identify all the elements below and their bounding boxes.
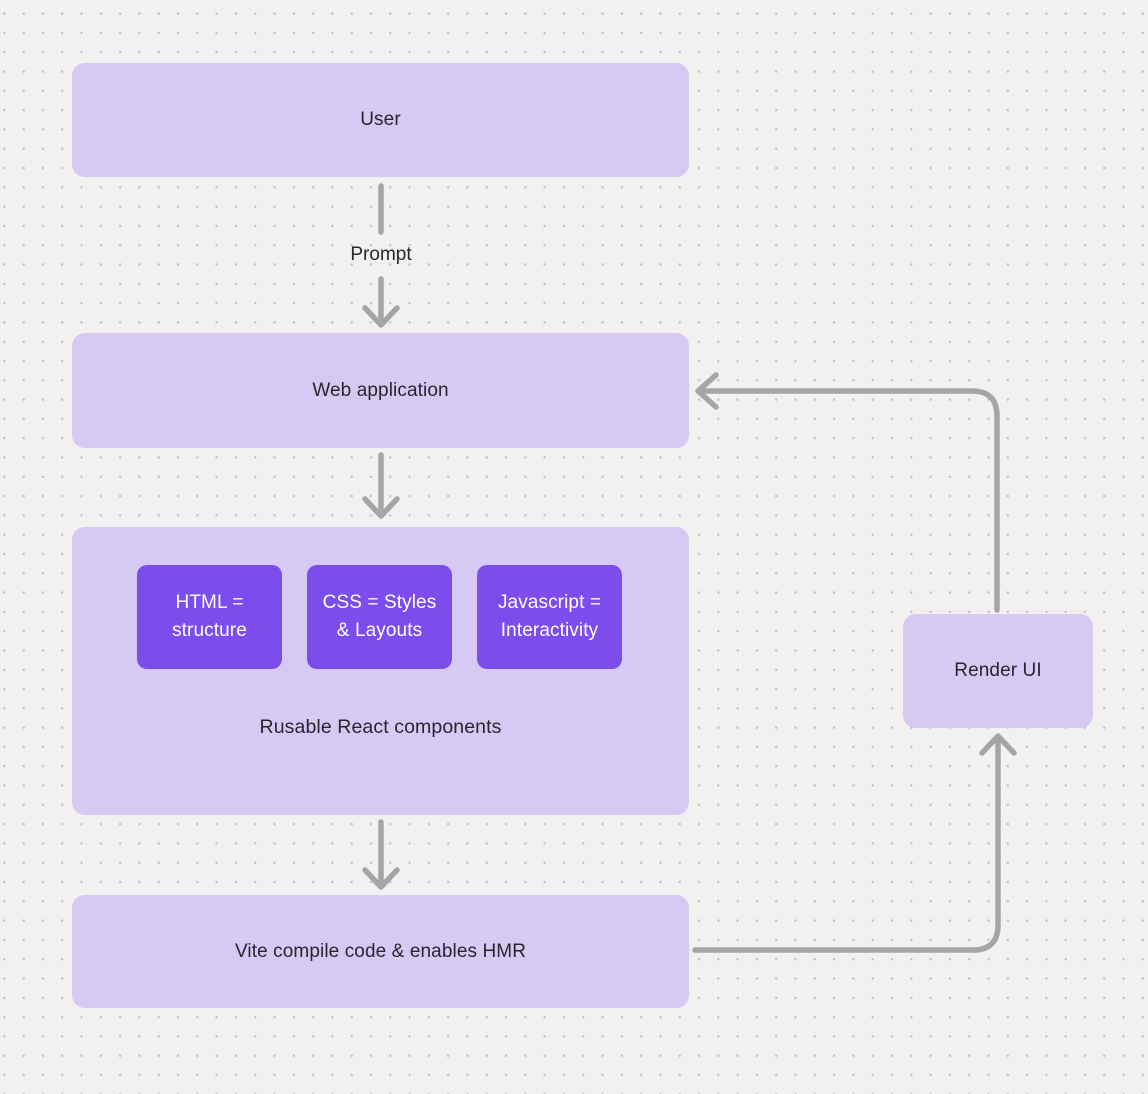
chip-javascript: Javascript = Interactivity (477, 565, 622, 669)
node-render-ui-label: Render UI (954, 660, 1042, 681)
arrowhead-down-components (362, 496, 400, 519)
chip-row: HTML = structure CSS = Styles & Layouts … (137, 565, 624, 669)
arrowhead-up-renderui (979, 733, 1017, 756)
node-render-ui: Render UI (903, 614, 1093, 728)
arrowhead-down-vite (362, 867, 400, 890)
edge-vite-to-renderui-line (692, 737, 1001, 953)
node-user-label: User (360, 109, 401, 130)
edge-renderui-to-webapp-line (697, 388, 1000, 613)
node-vite-label: Vite compile code & enables HMR (234, 940, 527, 962)
chip-css: CSS = Styles & Layouts (307, 565, 452, 669)
edge-label-prompt: Prompt (350, 244, 412, 265)
arrowhead-down-webapp (362, 305, 400, 328)
node-vite: Vite compile code & enables HMR (72, 895, 689, 1008)
node-web-application: Web application (72, 333, 689, 448)
chip-html: HTML = structure (137, 565, 282, 669)
chip-css-label: CSS = Styles & Layouts (322, 592, 437, 641)
node-user: User (72, 63, 689, 177)
chip-javascript-label: Javascript = Interactivity (497, 592, 602, 641)
node-web-application-label: Web application (312, 379, 449, 401)
components-caption: Rusable React components (259, 716, 502, 738)
arrowhead-left-webapp (695, 372, 719, 410)
node-react-components-group: HTML = structure CSS = Styles & Layouts … (72, 527, 689, 815)
chip-html-label: HTML = structure (172, 592, 247, 641)
